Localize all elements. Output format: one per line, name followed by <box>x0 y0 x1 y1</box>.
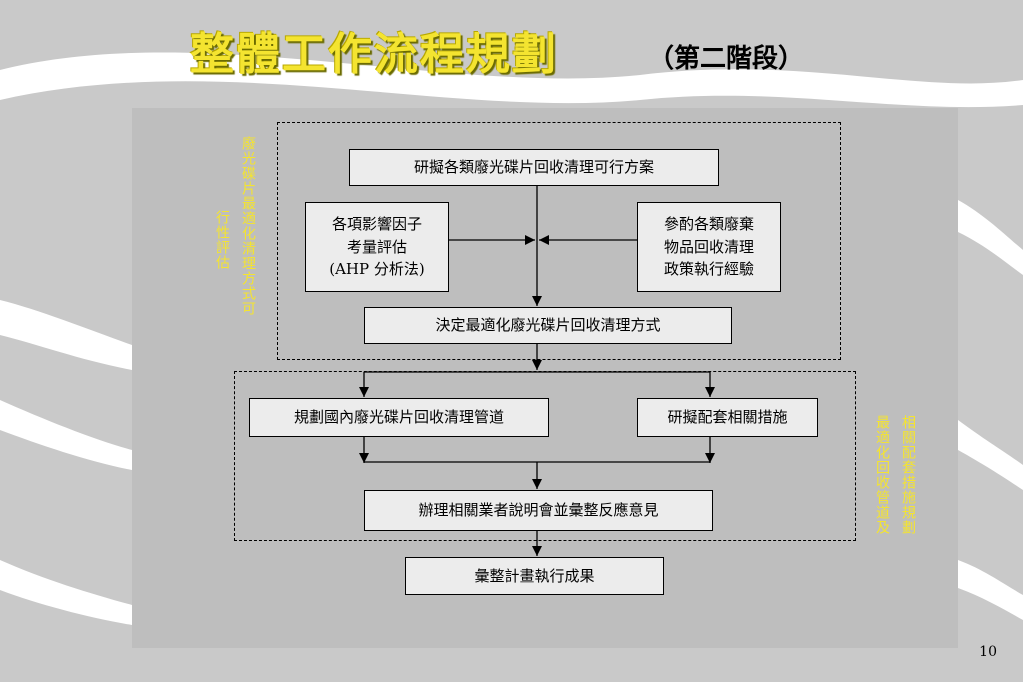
stage-group-evaluation <box>277 122 841 360</box>
box-supporting-measures: 研擬配套相關措施 <box>637 398 818 437</box>
policies-line-2: 物品回收清理 <box>663 237 754 256</box>
label-left-column-2: 行性評估 <box>214 210 230 270</box>
box-results: 彙整計畫執行成果 <box>405 557 664 595</box>
page-number: 10 <box>979 644 997 660</box>
box-briefing: 辦理相關業者說明會並彙整反應意見 <box>364 490 713 531</box>
factors-line-3: (AHP 分析法) <box>329 260 425 279</box>
box-factors-evaluation: 各項影響因子 考量評估 (AHP 分析法) <box>305 202 449 292</box>
factors-line-1: 各項影響因子 <box>331 215 422 234</box>
label-right-column-2: 最適化回收管道及 <box>874 415 890 535</box>
label-right-column-1: 相關配套措施規劃 <box>900 415 916 535</box>
box-policy-experience: 參酌各類廢棄 物品回收清理 政策執行經驗 <box>637 202 781 292</box>
policies-line-3: 政策執行經驗 <box>663 260 754 279</box>
box-plan-study: 研擬各類廢光碟片回收清理可行方案 <box>349 149 719 186</box>
factors-line-2: 考量評估 <box>346 237 407 256</box>
slide-subtitle: （第二階段） <box>648 44 805 74</box>
slide-title: 整體工作流程規劃 <box>190 29 558 80</box>
label-left-column-1: 廢光碟片最適化清理方式可 <box>240 136 256 316</box>
box-decide-method: 決定最適化廢光碟片回收清理方式 <box>364 307 732 344</box>
box-domestic-channel: 規劃國內廢光碟片回收清理管道 <box>249 398 549 437</box>
policies-line-1: 參酌各類廢棄 <box>663 215 754 234</box>
